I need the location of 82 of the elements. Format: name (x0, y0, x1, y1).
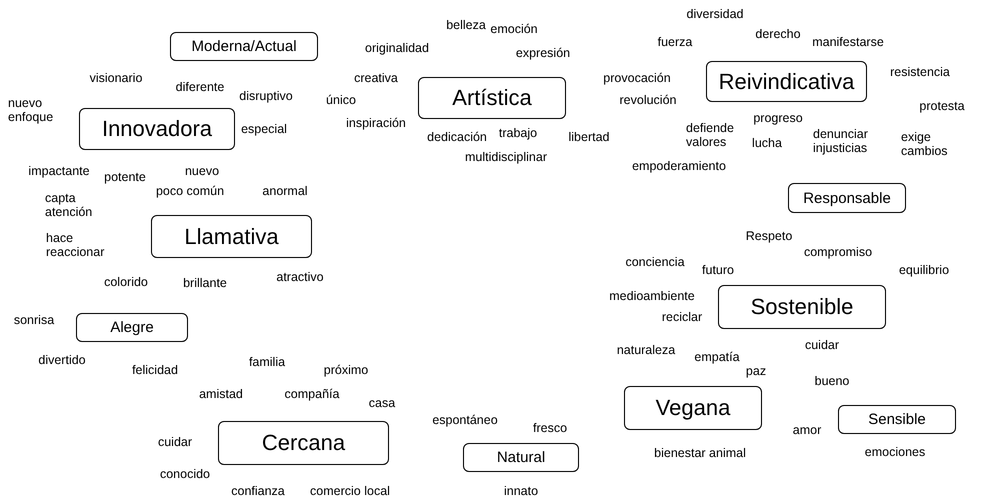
keyword-label: empoderamiento (632, 159, 726, 173)
keyword-label: sonrisa (14, 313, 54, 327)
term-box: Responsable (788, 183, 906, 213)
keyword-label: emoción (490, 22, 538, 36)
keyword-label: colorido (104, 275, 148, 289)
term-box: Natural (463, 443, 579, 472)
keyword-label: libertad (568, 130, 610, 144)
term-box: Moderna/Actual (170, 32, 318, 61)
keyword-label: protesta (919, 99, 965, 113)
keyword-label: originalidad (365, 41, 429, 55)
keyword-label: cuidar (158, 435, 192, 449)
keyword-label: divertido (38, 353, 86, 367)
keyword-label: empatía (694, 350, 740, 364)
keyword-label: creativa (354, 71, 398, 85)
keyword-label: nuevo enfoque (8, 96, 54, 124)
keyword-label: espontáneo (432, 413, 498, 427)
keyword-label: fuerza (658, 35, 692, 49)
keyword-label: compromiso (804, 245, 872, 259)
keyword-label: comercio local (310, 484, 390, 498)
keyword-label: Respeto (746, 229, 792, 243)
keyword-label: anormal (262, 184, 308, 198)
keyword-label: próximo (324, 363, 368, 377)
keyword-label: innato (504, 484, 538, 498)
keyword-label: cuidar (804, 338, 840, 352)
keyword-label: lucha (752, 136, 782, 150)
keyword-label: naturaleza (616, 343, 676, 357)
keyword-label: especial (241, 122, 287, 136)
keyword-label: progreso (753, 111, 803, 125)
term-box: Artística (418, 77, 566, 119)
keyword-label: paz (746, 364, 766, 378)
keyword-label: hace reaccionar (46, 231, 106, 259)
keyword-label: manifestarse (812, 35, 884, 49)
keyword-label: confianza (231, 484, 285, 498)
keyword-label: bienestar animal (654, 446, 746, 460)
keyword-label: equilibrio (898, 263, 950, 277)
keyword-label: nuevo (184, 164, 220, 178)
keyword-label: bueno (814, 374, 850, 388)
keyword-label: trabajo (498, 126, 538, 140)
keyword-label: amor (792, 423, 822, 437)
keyword-label: diversidad (686, 7, 744, 21)
keyword-label: visionario (90, 71, 142, 85)
term-box: Sostenible (718, 285, 886, 329)
term-box: Sensible (838, 405, 956, 434)
keyword-label: atractivo (276, 270, 324, 284)
keyword-label: disruptivo (239, 89, 293, 103)
term-box: Vegana (624, 386, 762, 430)
keyword-label: emociones (864, 445, 926, 459)
keyword-label: impactante (28, 164, 90, 178)
term-box: Alegre (76, 313, 188, 342)
keyword-label: denunciar injusticias (813, 127, 869, 155)
keyword-label: derecho (755, 27, 801, 41)
keyword-label: reciclar (662, 310, 702, 324)
keyword-label: diferente (176, 80, 224, 94)
keyword-label: multidisciplinar (465, 150, 547, 164)
keyword-label: único (326, 93, 356, 107)
keyword-label: revolución (620, 93, 676, 107)
keyword-label: amistad (199, 387, 243, 401)
keyword-label: futuro (702, 263, 734, 277)
keyword-label: brillante (183, 276, 227, 290)
keyword-label: resistencia (890, 65, 950, 79)
keyword-label: capta atención (45, 191, 94, 219)
keyword-label: defiende valores (686, 121, 735, 149)
term-box: Llamativa (151, 215, 312, 258)
keyword-label: exige cambios (901, 130, 949, 158)
keyword-label: conocido (160, 467, 210, 481)
keyword-label: belleza (446, 18, 486, 32)
keyword-label: casa (368, 396, 396, 410)
keyword-label: poco común (156, 184, 224, 198)
term-box: Reivindicativa (706, 61, 867, 102)
term-box: Innovadora (79, 108, 235, 150)
keyword-label: medioambiente (609, 289, 695, 303)
keyword-label: fresco (532, 421, 568, 435)
keyword-label: felicidad (132, 363, 178, 377)
keyword-label: familia (248, 355, 286, 369)
keyword-label: dedicación (427, 130, 487, 144)
keyword-label: conciencia (625, 255, 685, 269)
keyword-label: compañía (284, 387, 340, 401)
keyword-label: provocación (603, 71, 671, 85)
term-box: Cercana (218, 421, 389, 465)
keyword-label: expresión (516, 46, 570, 60)
keyword-label: inspiración (346, 116, 406, 130)
keyword-label: potente (104, 170, 146, 184)
